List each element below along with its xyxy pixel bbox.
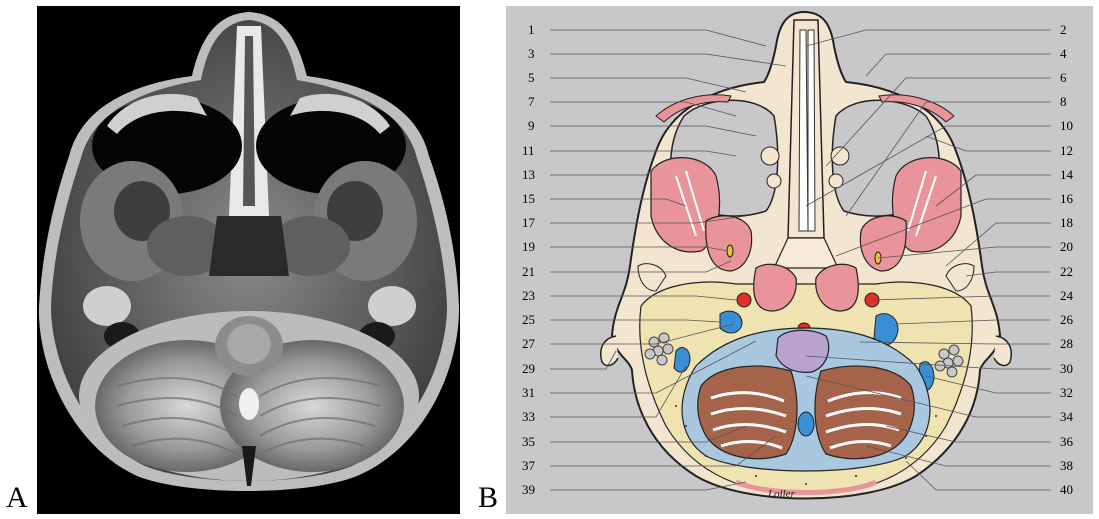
- label-5: 5: [528, 70, 535, 85]
- label-24: 24: [1060, 288, 1074, 303]
- label-23: 23: [522, 288, 535, 303]
- label-8: 8: [1060, 94, 1067, 109]
- artist-signature: Loller: [767, 488, 796, 500]
- label-21: 21: [522, 264, 535, 279]
- label-30: 30: [1060, 361, 1073, 376]
- label-33: 33: [522, 409, 535, 424]
- label-26: 26: [1060, 312, 1074, 327]
- label-4: 4: [1060, 46, 1067, 61]
- label-1: 1: [528, 22, 535, 37]
- label-31: 31: [522, 385, 535, 400]
- label-20: 20: [1060, 239, 1073, 254]
- label-28: 28: [1060, 336, 1073, 351]
- label-34: 34: [1060, 409, 1074, 424]
- label-22: 22: [1060, 264, 1073, 279]
- label-3: 3: [528, 46, 535, 61]
- label-10: 10: [1060, 118, 1073, 133]
- label-2: 2: [1060, 22, 1067, 37]
- label-18: 18: [1060, 215, 1073, 230]
- label-36: 36: [1060, 434, 1074, 449]
- label-29: 29: [522, 361, 535, 376]
- label-39: 39: [522, 482, 535, 497]
- label-6: 6: [1060, 70, 1067, 85]
- label-27: 27: [522, 336, 536, 351]
- label-12: 12: [1060, 143, 1073, 158]
- label-16: 16: [1060, 191, 1074, 206]
- label-19: 19: [522, 239, 535, 254]
- anatomical-schematic: 1 3 5 7 9 11 13 15 17 19 21 23 25 27 29 …: [506, 6, 1093, 514]
- label-17: 17: [522, 215, 536, 230]
- label-25: 25: [522, 312, 535, 327]
- label-14: 14: [1060, 167, 1074, 182]
- label-9: 9: [528, 118, 535, 133]
- panel-letter-a: A: [6, 483, 28, 513]
- label-32: 32: [1060, 385, 1073, 400]
- label-38: 38: [1060, 458, 1073, 473]
- label-37: 37: [522, 458, 536, 473]
- label-35: 35: [522, 434, 535, 449]
- mri-axial-image: [37, 6, 460, 514]
- label-15: 15: [522, 191, 535, 206]
- label-40: 40: [1060, 482, 1073, 497]
- label-7: 7: [528, 94, 535, 109]
- panel-letter-b: B: [478, 483, 498, 513]
- label-11: 11: [522, 143, 535, 158]
- label-13: 13: [522, 167, 535, 182]
